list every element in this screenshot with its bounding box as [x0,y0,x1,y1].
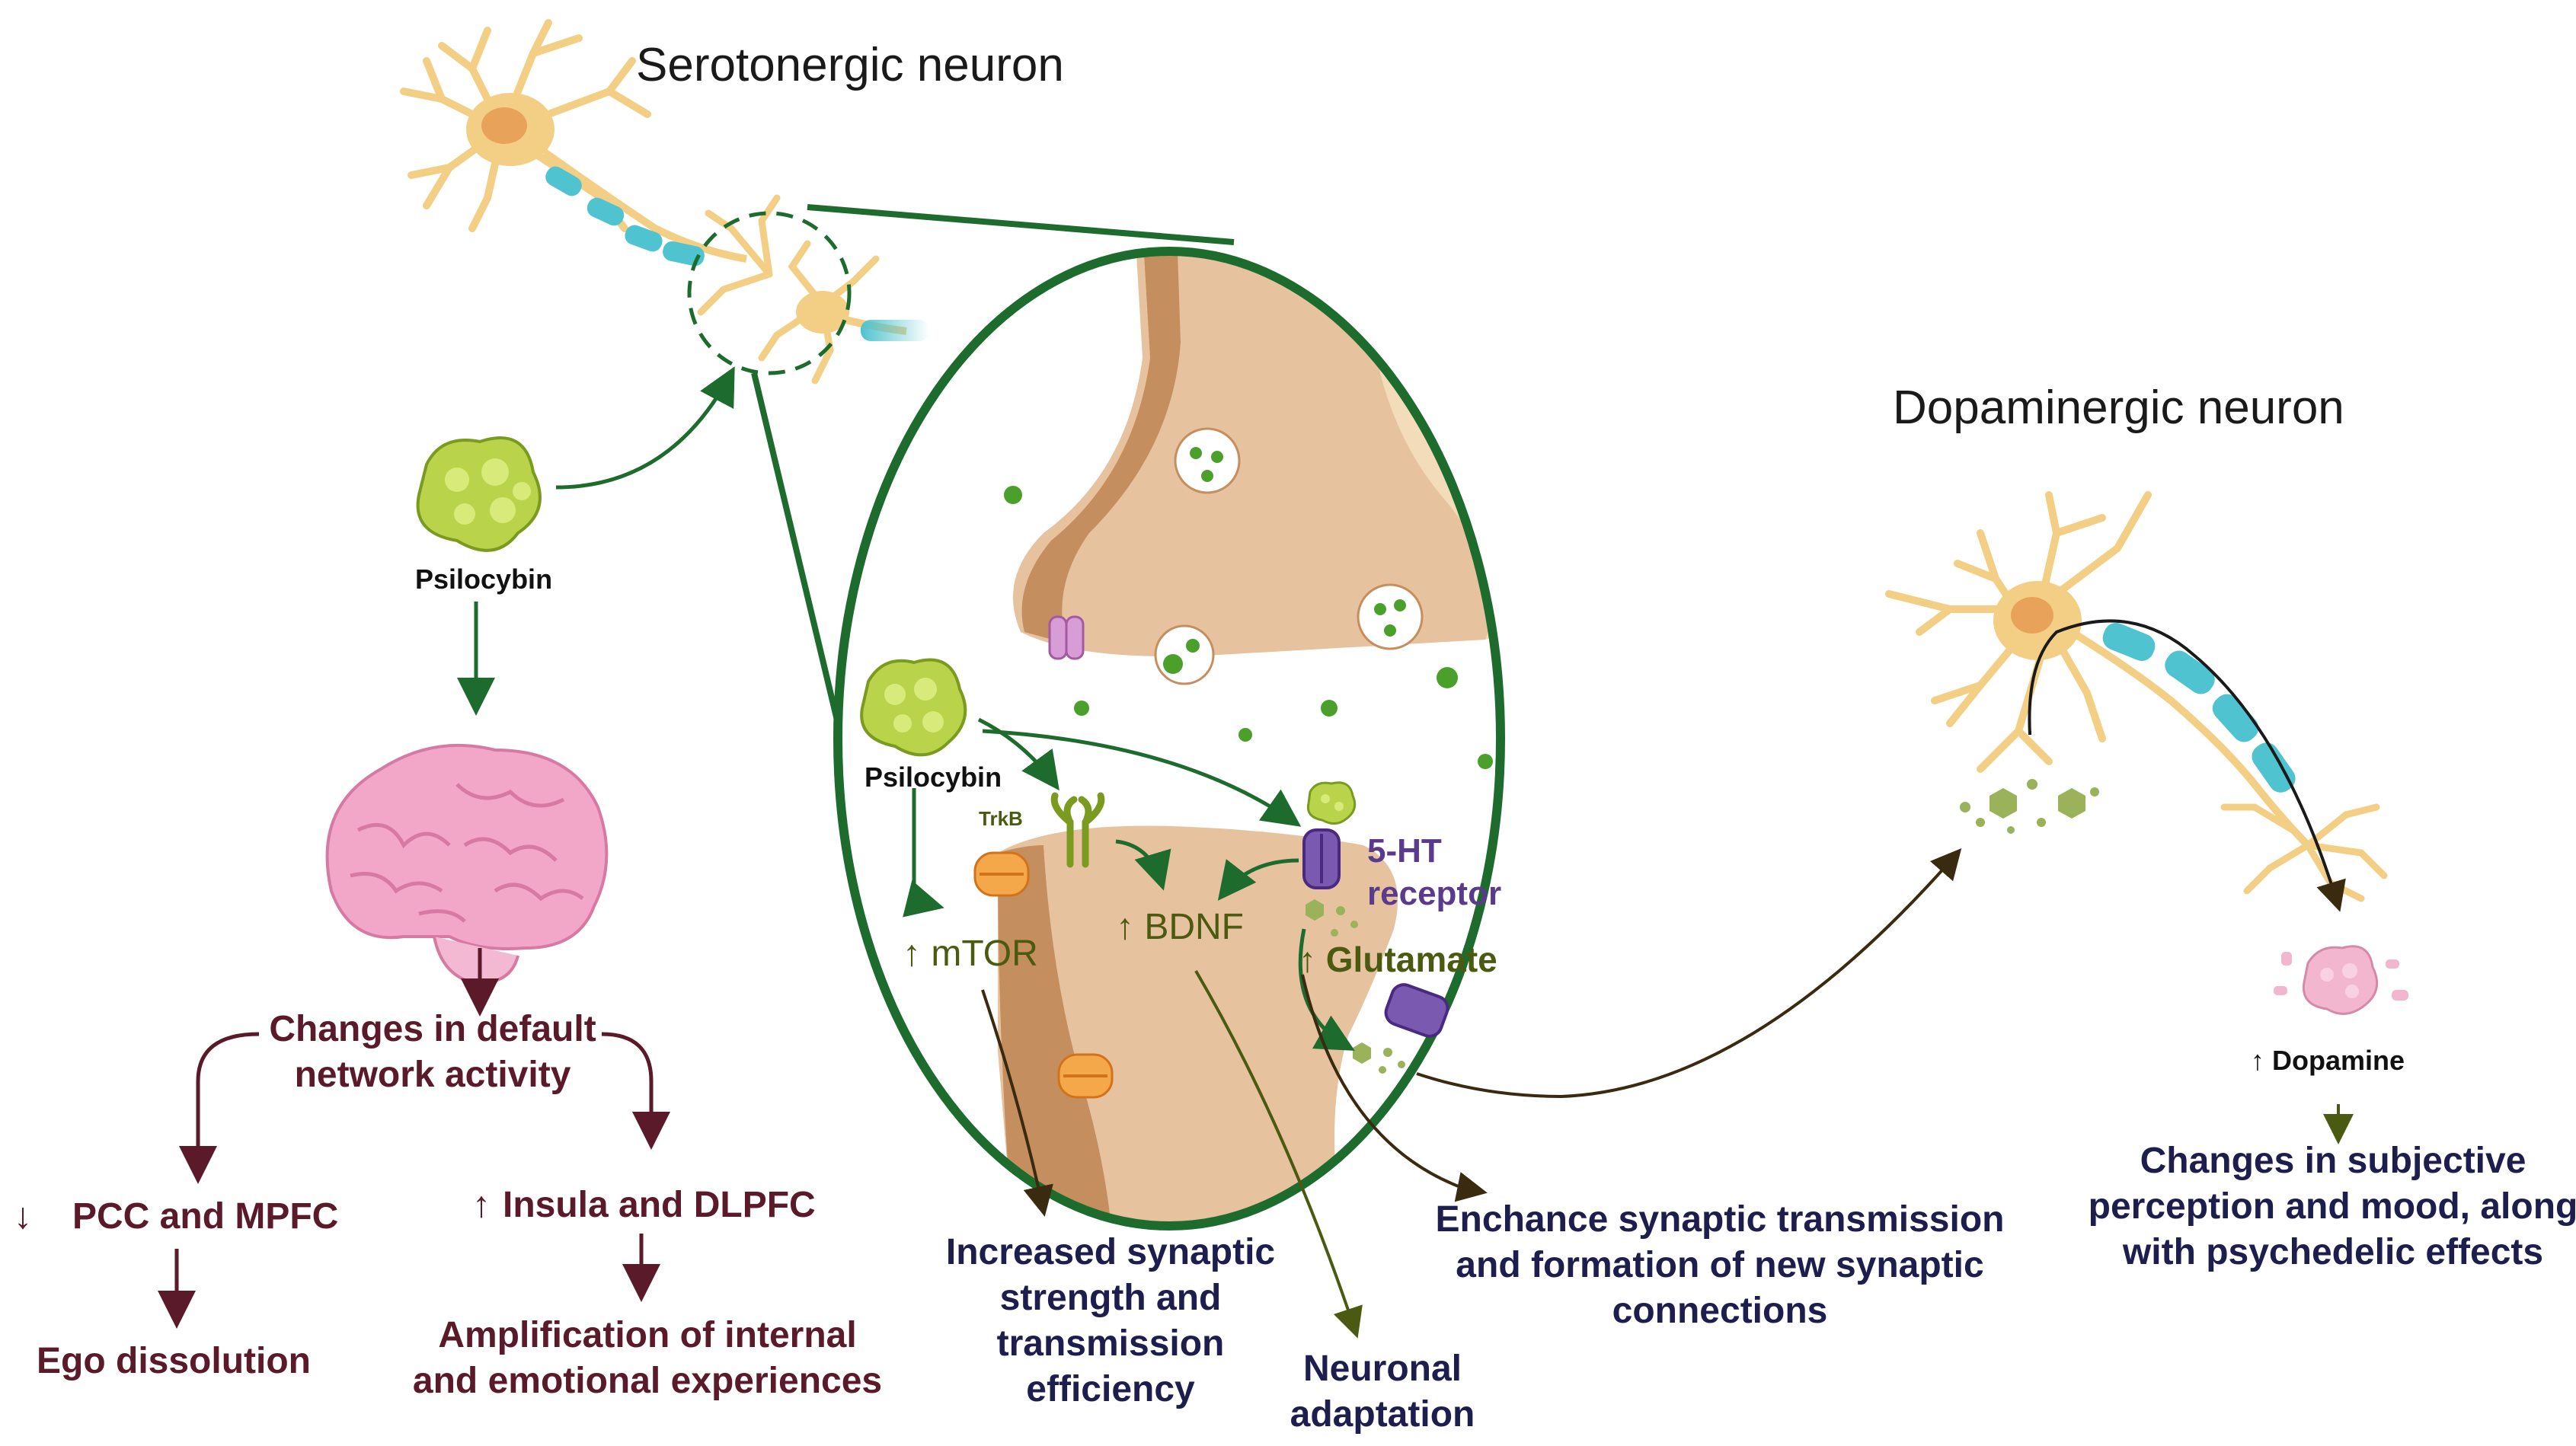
synapse-psilocybin-label: Psilocybin [865,761,1002,793]
serotonergic-neuron [400,19,929,385]
amplification-label: Amplification of internal and emotional … [412,1315,883,1401]
arrow-glutamate-to-receptor [1298,928,1355,1051]
psilocybin-molecule-icon [416,436,542,552]
bdnf-label: ↑ BDNF [1116,907,1244,947]
mtor-label: ↑ mTOR [903,934,1038,974]
insula-dlpfc-label: Insula and DLPFC [503,1185,816,1225]
arrow-5ht-to-bdnf [1217,858,1299,901]
arrow-to-insula [601,1032,670,1150]
vesicles [1154,427,1424,685]
insula-arrow-glyph: ↑ [472,1185,491,1225]
serotonergic-neuron-title: Serotonergic neuron [636,39,1064,91]
dopamine-label: ↑ Dopamine [2251,1045,2405,1076]
arrow-glutamate-to-enhance [1301,974,1488,1202]
orange-channel-icon-2 [1057,1053,1114,1099]
changes-default-network-label: Changes in default network activity [269,1009,596,1095]
5ht-receptor-icon-2 [1384,983,1449,1038]
increased-synaptic-strength-label: Increased synaptic strength and transmis… [945,1232,1276,1409]
arrow-synapse-to-dopaminergic [1416,847,1962,1099]
ego-dissolution-label: Ego dissolution [37,1341,311,1381]
pcc-mpfc-label: PCC and MPFC [72,1196,339,1237]
glutamate-label: ↑ Glutamate [1299,940,1497,979]
orange-channel-icon [973,851,1030,897]
5ht-receptor-label: 5-HT receptor [1367,832,1502,912]
arrow-mtor-to-strength [981,989,1053,1217]
dopamine-molecule-icon [2274,945,2408,1015]
dopaminergic-neuron [1885,491,2408,1015]
neuronal-adaptation-label: Neuronal adaptation [1290,1349,1475,1435]
trkb-label: TrkB [979,807,1023,830]
trkb-receptor-icon [1050,792,1105,868]
psilocybin-label: Psilocybin [415,563,553,595]
pcc-arrow-glyph: ↓ [14,1196,32,1237]
5ht-receptor-icon [1302,828,1341,889]
zoom-circle [687,211,852,375]
changes-subjective-perception-label: Changes in subjective perception and moo… [2088,1141,2576,1272]
zoom-line-top [807,204,1235,245]
arrow-psilocybin-to-5ht [982,729,1302,827]
enhance-synaptic-transmission-label: Enchance synaptic transmission and forma… [1435,1199,2005,1331]
postsynaptic-terminal [998,825,1398,1226]
serotonin-dots [1004,486,1493,769]
arrow-to-pcc [179,1032,260,1184]
synapse-circle [833,247,1505,1231]
arrow-psilocybin-to-mtor [903,788,944,918]
synapse-zoom [833,247,1505,1231]
brain-icon [325,743,609,985]
arrow-psilocybin-to-neuron [555,366,735,490]
arrow-bdnf-to-adaptation [1194,969,1363,1339]
bound-psilocybin-icon [1306,781,1357,825]
dopaminergic-neuron-title: Dopaminergic neuron [1893,381,2344,434]
glutamate-particles [1306,899,1405,1074]
arrow-trkb-to-bdnf [1115,839,1171,891]
arrow-psilocybin-to-trkb [977,717,1059,791]
presynaptic-channel-icon [1048,615,1085,660]
synapse-psilocybin-icon [860,658,967,757]
